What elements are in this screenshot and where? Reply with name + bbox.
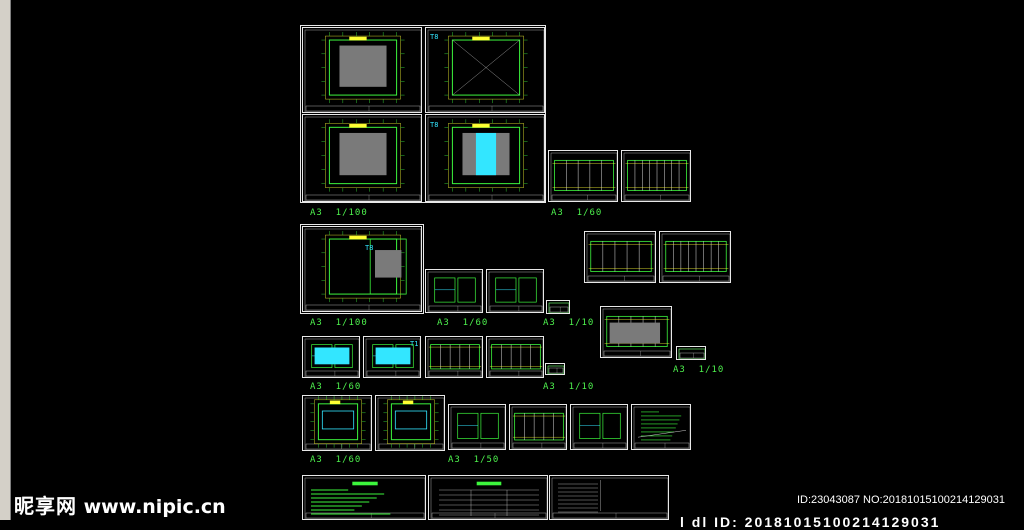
drawing-sheet-thumbnail[interactable] <box>302 475 426 520</box>
sheet-tag: T8 <box>365 244 374 252</box>
drawing-sheet-thumbnail[interactable] <box>302 27 422 113</box>
sheet-drawing <box>511 406 566 449</box>
sheet-drawing <box>488 338 543 377</box>
drawing-sheet-thumbnail[interactable] <box>621 150 691 202</box>
left-scrollbar[interactable] <box>0 0 11 520</box>
sheet-drawing <box>488 271 543 312</box>
drawing-sheet-thumbnail[interactable] <box>600 306 672 358</box>
sheet-drawing <box>661 233 730 282</box>
site-watermark: 昵享网 www.nipic.cn <box>14 490 226 519</box>
drawing-sheet-thumbnail[interactable] <box>486 336 544 378</box>
sheet-drawing <box>547 365 564 374</box>
scale-label: A3 1/50 <box>448 455 500 465</box>
drawing-sheet-thumbnail[interactable] <box>584 231 656 283</box>
sheet-drawing <box>633 406 690 449</box>
sheet-drawing <box>304 477 425 519</box>
sheet-drawing <box>602 308 671 357</box>
scale-label: A3 1/100 <box>310 318 368 328</box>
sheet-drawing <box>377 396 444 450</box>
sheet-drawing <box>304 396 371 450</box>
drawing-sheet-thumbnail[interactable] <box>425 336 483 378</box>
watermark-site-url: www.nipic.cn <box>83 496 226 518</box>
drawing-sheet-thumbnail[interactable] <box>486 269 544 313</box>
sheet-tag: T1 <box>410 340 419 348</box>
drawing-sheet-thumbnail[interactable] <box>509 404 567 450</box>
sheet-drawing <box>427 29 544 112</box>
drawing-sheet-thumbnail[interactable] <box>425 269 483 313</box>
drawing-sheet-thumbnail[interactable] <box>570 404 628 450</box>
sheet-group-frame[interactable] <box>300 224 424 314</box>
drawing-sheet-thumbnail[interactable] <box>659 231 731 283</box>
scale-label: A3 1/10 <box>543 382 595 392</box>
sheet-tag: T8 <box>430 33 439 41</box>
sheet-drawing <box>450 406 505 449</box>
drawing-sheet-thumbnail[interactable] <box>448 404 506 450</box>
sheet-drawing <box>365 338 420 377</box>
drawing-sheet-thumbnail[interactable] <box>676 346 706 360</box>
scale-label: A3 1/10 <box>673 365 725 375</box>
scale-label: A3 1/10 <box>543 318 595 328</box>
drawing-sheet-thumbnail[interactable] <box>549 475 669 520</box>
sheet-drawing <box>427 116 544 201</box>
drawing-sheet-thumbnail[interactable] <box>545 363 565 375</box>
watermark-site-name: 昵享网 <box>14 494 77 518</box>
drawing-sheet-thumbnail[interactable] <box>546 300 570 314</box>
drawing-sheet-thumbnail[interactable] <box>548 150 618 202</box>
scale-label: A3 1/100 <box>310 208 368 218</box>
scale-label: A3 1/60 <box>551 208 603 218</box>
scale-label: A3 1/60 <box>437 318 489 328</box>
drawing-sheet-thumbnail[interactable] <box>425 27 545 113</box>
sheet-drawing <box>572 406 627 449</box>
sheet-drawing <box>304 116 421 201</box>
sheet-drawing <box>430 477 547 519</box>
watermark-cut-text: l dl ID: 20181015100214129031 <box>680 514 941 530</box>
sheet-drawing <box>548 302 569 313</box>
sheet-drawing <box>550 152 617 201</box>
sheet-drawing <box>304 29 421 112</box>
drawing-sheet-thumbnail[interactable] <box>425 114 545 202</box>
drawing-sheet-thumbnail[interactable] <box>428 475 548 520</box>
sheet-drawing <box>304 338 359 377</box>
sheet-group-frame[interactable] <box>300 25 546 203</box>
drawing-sheet-thumbnail[interactable] <box>302 114 422 202</box>
sheet-drawing <box>304 228 421 311</box>
sheet-drawing <box>678 348 705 359</box>
watermark-id: ID:23043087 NO:20181015100214129031 <box>797 494 1005 506</box>
sheet-drawing <box>427 271 482 312</box>
scale-label: A3 1/60 <box>310 382 362 392</box>
drawing-sheet-thumbnail[interactable] <box>302 395 372 451</box>
drawing-sheet-thumbnail[interactable] <box>363 336 421 378</box>
drawing-sheet-thumbnail[interactable] <box>631 404 691 450</box>
sheet-drawing <box>427 338 482 377</box>
drawing-sheet-thumbnail[interactable] <box>302 226 422 312</box>
drawing-sheet-thumbnail[interactable] <box>302 336 360 378</box>
sheet-drawing <box>586 233 655 282</box>
sheet-drawing <box>623 152 690 201</box>
drawing-sheet-thumbnail[interactable] <box>375 395 445 451</box>
sheet-drawing <box>551 477 668 519</box>
sheet-tag: T8 <box>430 121 439 129</box>
scale-label: A3 1/60 <box>310 455 362 465</box>
